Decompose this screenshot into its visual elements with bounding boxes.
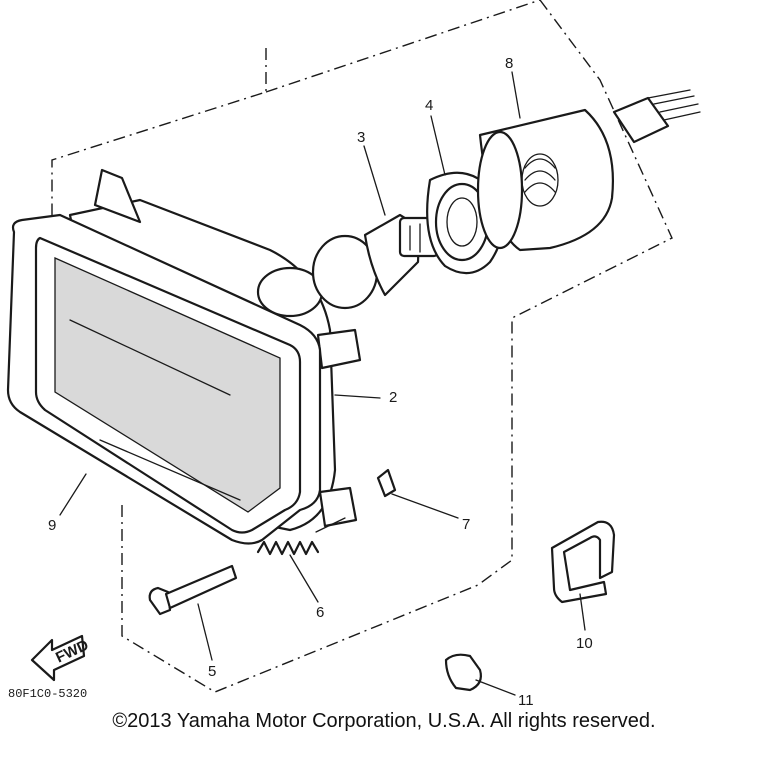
spring (256, 517, 346, 556)
diagram-code: 80F1C0-5320 (8, 687, 87, 701)
clip (376, 468, 397, 498)
bracket (550, 520, 616, 604)
bulb (311, 213, 440, 310)
part-labels: 2 3 4 5 6 7 8 9 10 11 80F1C0-5320 (8, 55, 593, 709)
label-part-5: 5 (208, 663, 216, 680)
leader-lines (59, 71, 586, 696)
label-part-9: 9 (48, 517, 56, 534)
headlight-housing (6, 168, 362, 545)
bulb-cover (476, 108, 614, 252)
grommet (444, 653, 482, 692)
label-part-4: 4 (425, 97, 433, 114)
label-part-3: 3 (357, 129, 365, 146)
label-part-2: 2 (389, 389, 397, 406)
label-part-6: 6 (316, 604, 324, 621)
label-part-10: 10 (576, 635, 593, 652)
bolt (148, 564, 238, 616)
copyright-notice: ©2013 Yamaha Motor Corporation, U.S.A. A… (112, 710, 656, 732)
wire-connector (612, 89, 701, 144)
label-part-7: 7 (462, 516, 470, 533)
label-part-11: 11 (518, 692, 534, 709)
fwd-arrow-icon: FWD (30, 634, 91, 682)
assembly-boundary (51, 0, 673, 693)
label-part-8: 8 (505, 55, 513, 72)
